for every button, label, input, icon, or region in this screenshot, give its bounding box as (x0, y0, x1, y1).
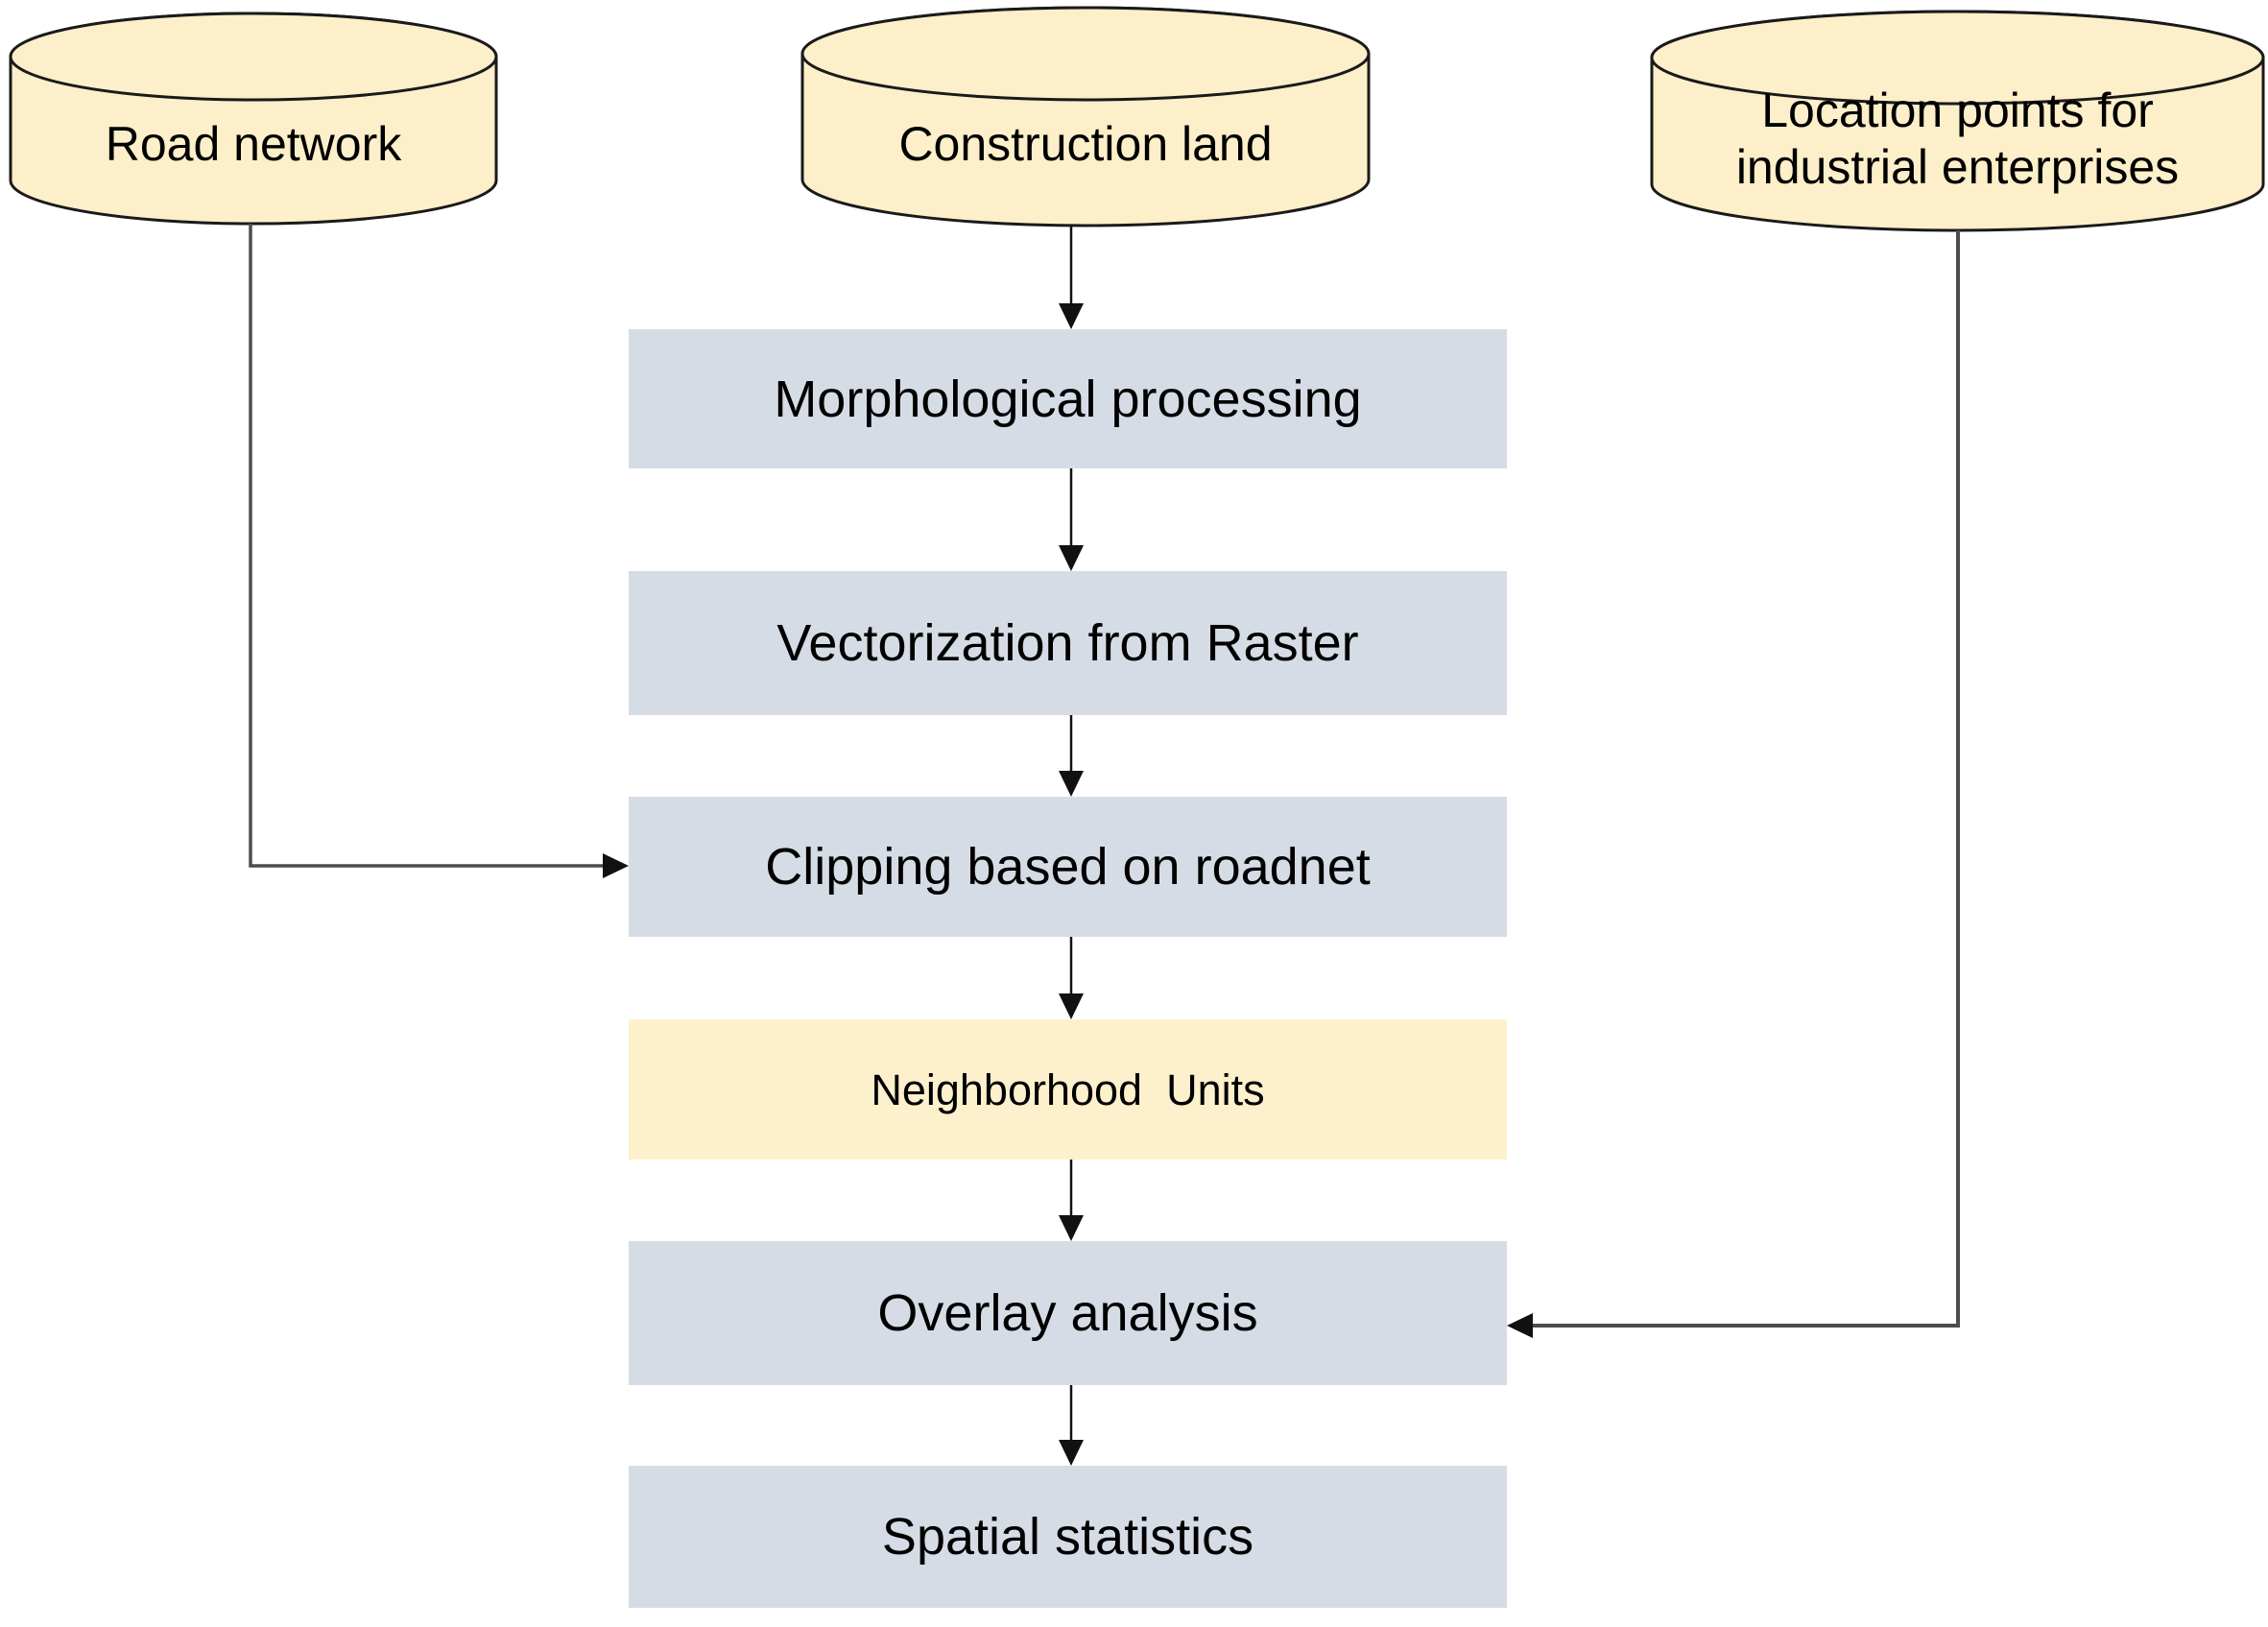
step-overlay-analysis: Overlay analysis (629, 1241, 1507, 1385)
arrowhead-left-icon (1507, 1313, 1533, 1338)
cylinder-top (9, 12, 498, 102)
step-neighborhood-units: Neighborhood Units (629, 1019, 1507, 1160)
cylinder-construction-land (800, 6, 1371, 227)
arrow-overlay-to-spatial (1059, 1385, 1084, 1466)
connector-location-to-overlay (1507, 230, 1960, 1338)
arrowhead-down-icon (1059, 993, 1084, 1019)
step-label: Vectorization from Raster (776, 614, 1359, 672)
step-spatial-statistics: Spatial statistics (629, 1466, 1507, 1608)
construction-land-label: Construction land (898, 116, 1273, 171)
location-points-label: Location points for industrial enterpris… (1735, 83, 2180, 194)
arrowhead-down-icon (1059, 771, 1084, 797)
cylinder-road-network (9, 12, 498, 226)
arrowhead-down-icon (1059, 545, 1084, 571)
arrowhead-down-icon (1059, 303, 1084, 329)
step-label: Spatial statistics (881, 1508, 1254, 1566)
arrow-vectorization-to-clipping (1059, 715, 1084, 797)
connector-road-to-clipping (249, 224, 629, 878)
arrowhead-down-icon (1059, 1440, 1084, 1466)
step-label: Overlay analysis (877, 1284, 1258, 1342)
step-vectorization-from-raster: Vectorization from Raster (629, 571, 1507, 715)
road-network-label: Road network (105, 116, 402, 171)
arrow-neighborhood-to-overlay (1059, 1160, 1084, 1241)
step-label: Morphological processing (774, 370, 1362, 428)
step-morphological-processing: Morphological processing (629, 329, 1507, 468)
arrowhead-right-icon (603, 853, 629, 878)
arrow-morphological-to-vectorization (1059, 468, 1084, 571)
arrowhead-down-icon (1059, 1215, 1084, 1241)
cylinder-location-points (1650, 10, 2265, 232)
step-label: Neighborhood Units (871, 1065, 1265, 1114)
arrow-clipping-to-neighborhood (1059, 937, 1084, 1019)
arrow-construction-to-morphological (1059, 227, 1084, 329)
cylinder-top (800, 6, 1371, 102)
step-label: Clipping based on roadnet (765, 838, 1371, 896)
step-clipping-based-on-roadnet: Clipping based on roadnet (629, 797, 1507, 937)
cylinder-top (1650, 10, 2265, 106)
